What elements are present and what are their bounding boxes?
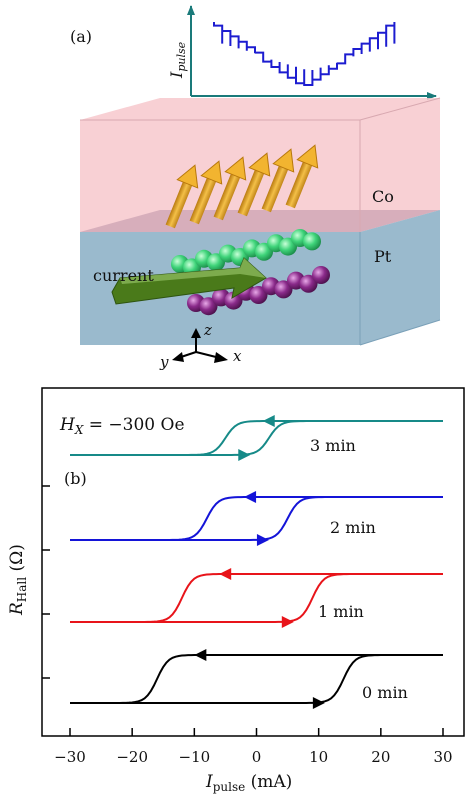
x-axis-label: Ipulse (mA) <box>205 772 292 794</box>
layer-stack: Co Pt current <box>80 97 441 346</box>
x-tick-label: 10 <box>309 748 328 766</box>
series-label: 0 min <box>362 683 408 702</box>
current-label: current <box>93 266 154 285</box>
sweep-arrow <box>238 449 251 461</box>
x-tick-label: −20 <box>116 748 148 766</box>
sweep-up-branch <box>70 573 443 623</box>
pt-atom-lower <box>274 280 293 299</box>
y-axis-label: RHall (Ω) <box>7 544 29 616</box>
pt-atom-lower <box>224 291 243 310</box>
axis-y-label: y <box>159 353 169 371</box>
series-1-min: 1 min <box>70 568 443 628</box>
sweep-arrow <box>194 649 207 661</box>
x-tick-label: −30 <box>54 748 86 766</box>
x-tick-label: 20 <box>371 748 390 766</box>
series-label: 2 min <box>330 518 376 537</box>
hysteresis-curves: 0 min 1 min 2 min 3 min <box>70 415 443 709</box>
field-label: HX = −300 Oe <box>59 415 185 437</box>
axis-x-label: x <box>233 347 242 365</box>
sweep-arrow <box>281 616 294 628</box>
panel-b-label: (b) <box>64 469 87 488</box>
magnetization-arrow <box>165 164 199 229</box>
magnetization-arrow <box>213 156 247 221</box>
current-arrow <box>111 257 267 305</box>
sweep-arrow <box>312 697 325 709</box>
green-atoms <box>171 229 321 277</box>
magnetization-arrow <box>261 148 295 213</box>
sweep-up-branch <box>70 496 443 541</box>
series-0-min: 0 min <box>70 649 443 709</box>
magnetization-arrow <box>285 144 319 209</box>
plot-frame <box>41 387 465 737</box>
pt-atom <box>303 232 321 251</box>
pulse-train <box>213 22 396 86</box>
pulse-inset: Ipulse <box>167 5 437 100</box>
x-ticks: −30 −20 −10 0 10 20 30 <box>54 728 453 766</box>
sweep-down-branch <box>70 654 443 704</box>
pt-atom-lower <box>299 274 318 293</box>
sweep-arrow <box>256 534 269 546</box>
pulse-axis-label: Ipulse <box>167 41 188 79</box>
purple-atoms <box>187 266 330 316</box>
series-label: 1 min <box>318 602 364 621</box>
pt-atom-lower <box>249 286 268 304</box>
panel-a: (a) Ipulse Co Pt <box>70 5 441 371</box>
co-label: Co <box>372 187 394 206</box>
pt-atom-lower <box>199 297 218 316</box>
x-tick-label: −10 <box>179 748 211 766</box>
series-3-min: 3 min <box>70 415 443 461</box>
y-ticks <box>42 485 50 679</box>
sweep-arrow <box>219 568 232 580</box>
magnetization-arrows <box>165 144 319 229</box>
panel-a-label: (a) <box>70 27 92 46</box>
magnetization-arrow <box>189 160 223 225</box>
x-tick-label: 30 <box>433 748 452 766</box>
panel-b: −30 −20 −10 0 10 20 30 0 min 1 min 2 min 3 min HX… <box>7 387 465 794</box>
series-label: 3 min <box>310 436 356 455</box>
pt-atom-lower <box>312 266 330 284</box>
sweep-arrow <box>262 415 275 427</box>
x-tick-label: 0 <box>252 748 262 766</box>
sweep-down-branch <box>70 420 443 456</box>
pt-label: Pt <box>374 247 392 266</box>
axis-z-label: z <box>203 321 212 339</box>
series-2-min: 2 min <box>70 491 443 546</box>
magnetization-arrow <box>237 152 271 217</box>
sweep-down-branch <box>70 496 443 541</box>
coordinate-axes: z y x <box>159 321 242 371</box>
sweep-arrow <box>244 491 257 503</box>
sweep-down-branch <box>70 573 443 623</box>
